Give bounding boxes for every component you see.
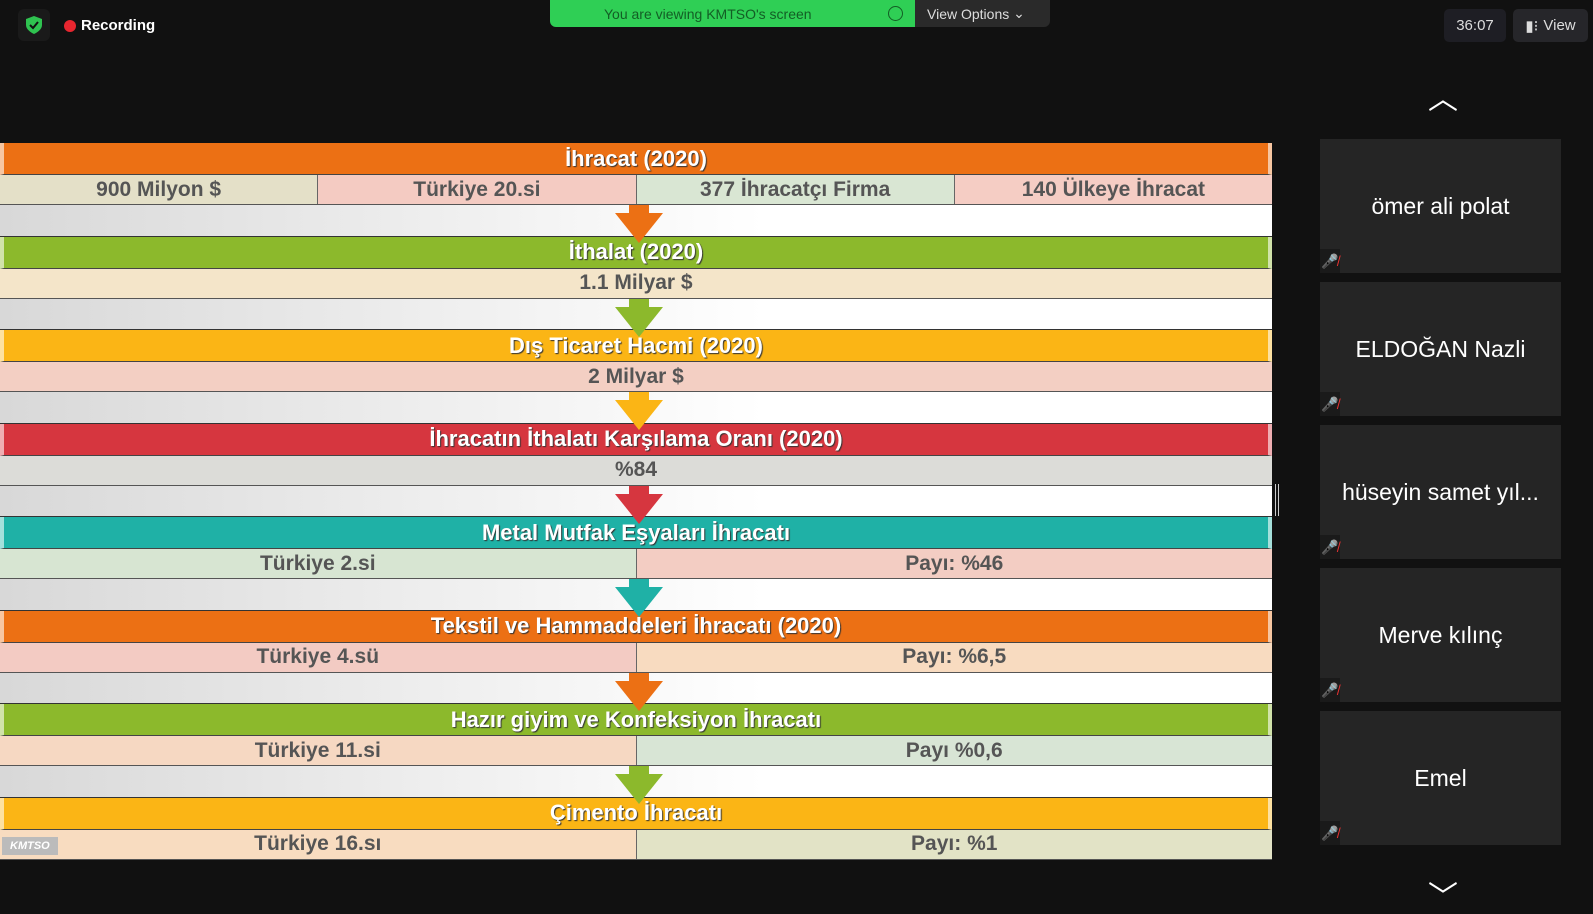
security-shield-icon[interactable] — [18, 9, 50, 41]
value-cell: Türkiye 16.sı — [0, 829, 637, 859]
arrow-row — [0, 392, 1272, 430]
view-button[interactable]: ▮⁝View — [1513, 9, 1588, 42]
value-cell: 2 Milyar $ — [0, 362, 1272, 391]
participant-tile[interactable]: Merve kılınç 🎤̸ — [1320, 568, 1561, 702]
participant-name: hüseyin samet yıl... — [1342, 478, 1539, 505]
arrow-row — [0, 579, 1272, 617]
chevron-down-icon: ⌄ — [1013, 5, 1025, 21]
value-cell: Payı: %6,5 — [636, 642, 1272, 672]
scroll-up-chevron-icon[interactable]: ︿ — [1428, 83, 1458, 116]
muted-mic-icon: 🎤̸ — [1320, 821, 1340, 845]
arrow-shaft — [629, 392, 649, 402]
participant-tile[interactable]: hüseyin samet yıl... 🎤̸ — [1320, 425, 1561, 559]
value-cell: Payı: %1 — [636, 829, 1272, 859]
arrow-row — [0, 298, 1272, 337]
down-arrow-icon — [615, 587, 663, 617]
value-cell: Payı %0,6 — [636, 736, 1272, 765]
value-cell: Türkiye 11.si — [0, 736, 637, 765]
arrow-shaft — [629, 672, 649, 683]
view-options-button[interactable]: View Options ⌄ — [915, 0, 1050, 27]
view-options-label: View Options — [927, 5, 1010, 22]
down-arrow-icon — [615, 400, 663, 430]
slide-section: Dış Ticaret Hacmi (2020)2 Milyar $ — [0, 330, 1272, 430]
arrow-row — [0, 205, 1272, 243]
slide-section: İhracatın İthalatı Karşılama Oranı (2020… — [0, 423, 1272, 524]
arrow-row — [0, 672, 1272, 711]
meeting-timer: 36:07 — [1444, 9, 1506, 42]
scroll-down-chevron-icon[interactable]: ﹀ — [1428, 881, 1458, 914]
arrow-row — [0, 766, 1272, 804]
value-cell: 1.1 Milyar $ — [0, 268, 1272, 298]
participant-tile[interactable]: Emel 🎤̸ — [1320, 711, 1561, 845]
record-icon — [64, 19, 76, 32]
status-circle-icon — [888, 6, 903, 21]
muted-mic-icon: 🎤̸ — [1320, 392, 1340, 416]
slide-section: Tekstil ve Hammaddeleri İhracatı (2020)T… — [0, 610, 1272, 711]
muted-mic-icon: 🎤̸ — [1320, 535, 1340, 559]
screen-share-banner: You are viewing KMTSO's screen — [550, 0, 915, 27]
arrow-shaft — [629, 298, 649, 309]
section-title: İhracat (2020) — [0, 143, 1272, 175]
value-cell: Türkiye 2.si — [0, 549, 637, 578]
value-cell: Payı: %46 — [636, 549, 1272, 578]
arrow-shaft — [629, 766, 649, 776]
value-cell: %84 — [0, 455, 1272, 485]
value-cell: Türkiye 4.sü — [0, 642, 637, 672]
value-cell: Türkiye 20.si — [318, 175, 637, 204]
participant-tile[interactable]: ELDOĞAN Nazli 🎤̸ — [1320, 282, 1561, 416]
section-values: %84 — [0, 455, 1272, 486]
muted-mic-icon: 🎤̸ — [1320, 249, 1340, 273]
arrow-shaft — [629, 485, 649, 496]
participant-name: Merve kılınç — [1378, 621, 1503, 648]
section-values: 2 Milyar $ — [0, 362, 1272, 392]
participant-tile[interactable]: ömer ali polat 🎤̸ — [1320, 139, 1561, 273]
down-arrow-icon — [615, 213, 663, 243]
down-arrow-icon — [615, 306, 663, 337]
section-title: İthalat (2020) — [0, 236, 1272, 269]
kmtso-logo: KMTSO — [2, 837, 58, 855]
view-label: View — [1543, 17, 1576, 34]
down-arrow-icon — [615, 493, 663, 524]
participant-name: ömer ali polat — [1371, 192, 1510, 219]
down-arrow-icon — [615, 774, 663, 804]
arrow-row — [0, 485, 1272, 524]
arrow-shaft — [629, 205, 649, 215]
banner-text: You are viewing KMTSO's screen — [604, 5, 812, 22]
value-cell: 900 Milyon $ — [0, 175, 319, 204]
value-cell: 140 Ülkeye İhracat — [954, 175, 1272, 204]
muted-mic-icon: 🎤̸ — [1320, 678, 1340, 702]
resize-handle[interactable] — [1275, 484, 1279, 516]
arrow-shaft — [629, 579, 649, 589]
grid-icon: ▮⁝ — [1525, 17, 1539, 35]
recording-indicator[interactable]: Recording — [64, 17, 155, 34]
slide-section: İthalat (2020)1.1 Milyar $ — [0, 236, 1272, 337]
recording-label: Recording — [81, 17, 156, 34]
participant-name: ELDOĞAN Nazli — [1355, 335, 1526, 362]
down-arrow-icon — [615, 680, 663, 711]
section-values: 1.1 Milyar $ — [0, 268, 1272, 299]
participant-name: Emel — [1414, 764, 1467, 791]
value-cell: 377 İhracatçı Firma — [636, 175, 955, 204]
